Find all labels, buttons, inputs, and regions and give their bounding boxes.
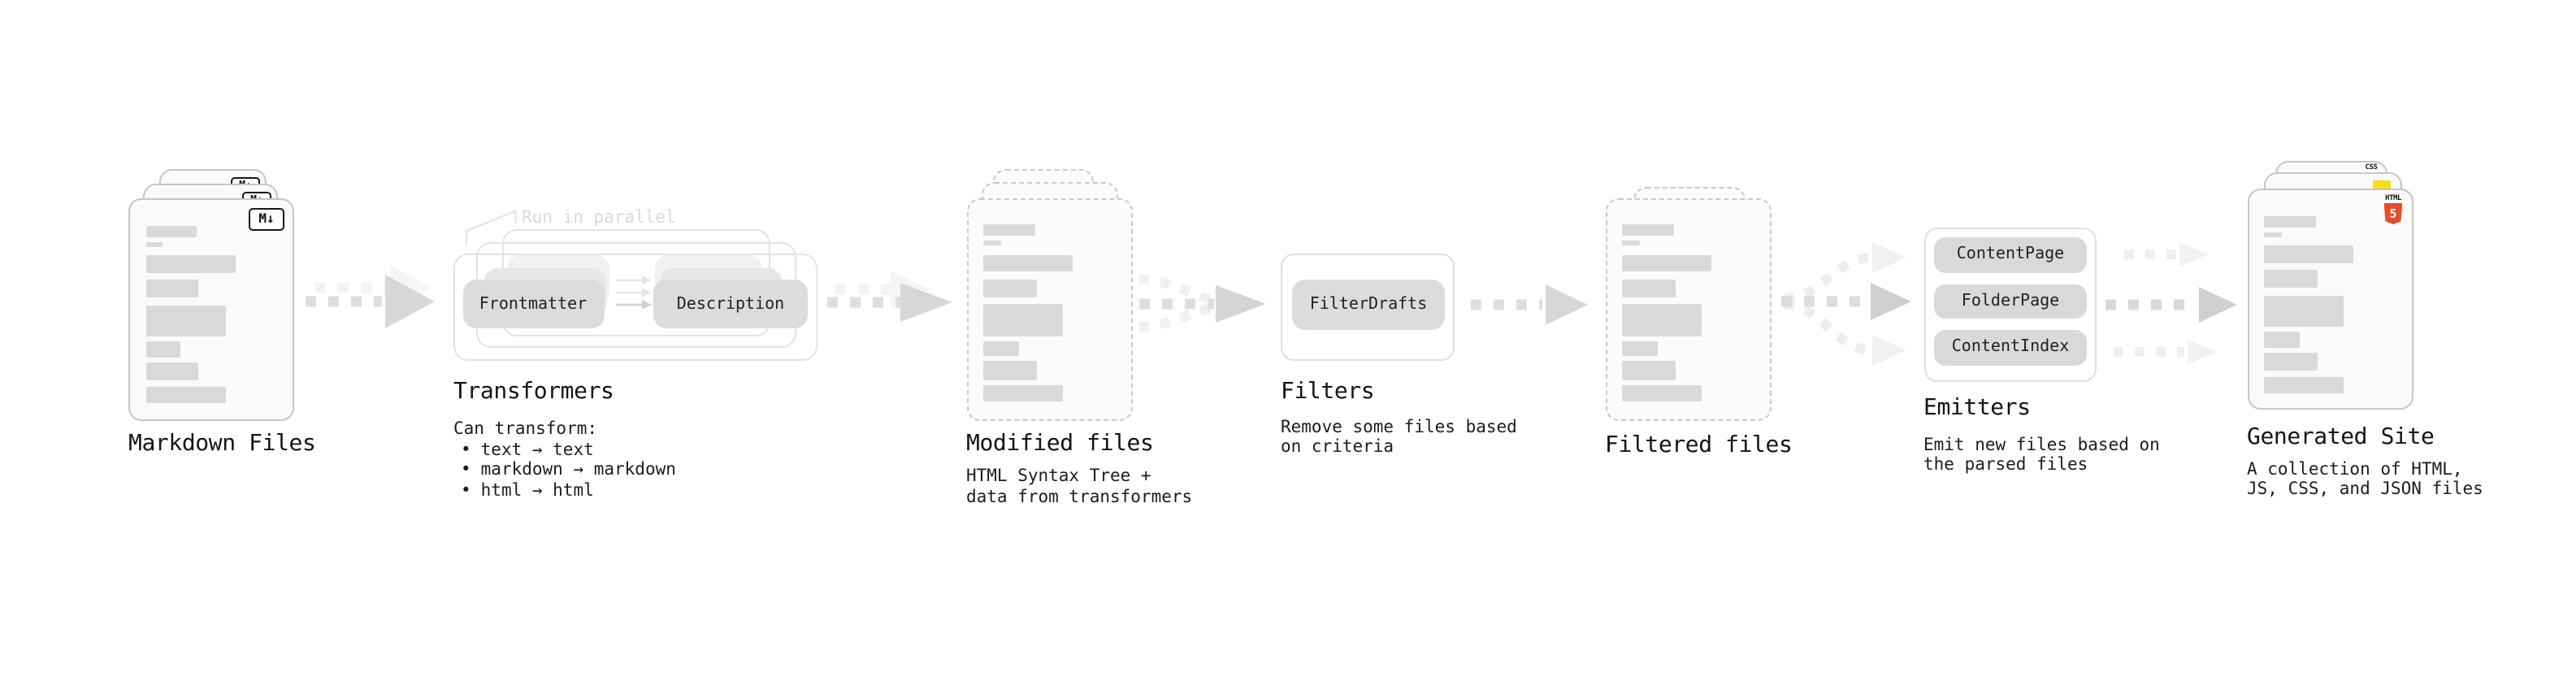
file-content-bar [145, 255, 235, 272]
file-content-bar [145, 225, 197, 236]
file-content-bar [2264, 332, 2299, 347]
emitters-desc: the parsed files [1923, 455, 2088, 475]
file-content-bar [1622, 304, 1702, 336]
file-content-bar [983, 304, 1063, 336]
modified-files-desc: data from transformers [966, 487, 1193, 506]
folderpage-pill: FolderPage [1934, 284, 2087, 319]
file-content-bar [1622, 254, 1711, 271]
file-content-bar [983, 385, 1063, 401]
arrow-emitters-to-generated [2105, 242, 2237, 364]
run-in-parallel-note: Run in parallel [522, 207, 676, 227]
html5-icon-text: HTML [2384, 194, 2402, 202]
file-content-bar [983, 340, 1018, 356]
file-content-bar [145, 280, 198, 297]
file-content-bar [145, 362, 198, 380]
file-content-bar [145, 241, 163, 246]
bullet-icon: • [461, 440, 471, 459]
bullet-text: html → html [480, 480, 594, 500]
html5-icon-number: 5 [2389, 206, 2397, 221]
file-content-bar [983, 254, 1073, 271]
arrow-filtered-to-emitters [1781, 242, 1911, 366]
file-card-front [1605, 197, 1771, 420]
transform-bullet: • text → text [461, 440, 594, 460]
file-content-bar [983, 279, 1036, 297]
markdown-files-label: Markdown Files [128, 430, 316, 456]
file-content-bar [1622, 241, 1639, 245]
bullet-text: markdown → markdown [480, 460, 676, 479]
bullet-text: text → text [480, 440, 594, 459]
file-content-bar [145, 386, 225, 402]
file-content-bar [2264, 352, 2317, 371]
transformer-stack-front [453, 254, 817, 361]
html5-icon: HTML 5 [2383, 194, 2403, 224]
file-card-front: HTML 5 [2247, 189, 2413, 409]
filters-desc: Remove some files based [1281, 417, 1517, 436]
file-content-bar [1622, 224, 1673, 236]
arrow-transformers-to-modified [827, 271, 952, 322]
file-content-bar [1622, 279, 1675, 297]
arrow-filters-to-filtered [1471, 284, 1588, 325]
transform-bullet: • markdown → markdown [461, 460, 676, 480]
markdown-icon: M↓ [249, 208, 284, 230]
generated-site-label: Generated Site [2247, 423, 2435, 449]
arrow-modified-to-filters [1138, 275, 1266, 332]
file-content-bar [2264, 215, 2315, 227]
arrow-markdown-to-transformers [306, 266, 435, 328]
css-icon-text: CSS [2365, 164, 2378, 172]
file-content-bar [2264, 376, 2344, 393]
contentindex-pill: ContentIndex [1934, 330, 2087, 365]
modified-files-desc: HTML Syntax Tree + [966, 466, 1151, 486]
bullet-icon: • [461, 460, 471, 479]
file-card-front [966, 197, 1132, 420]
file-content-bar [2264, 295, 2344, 327]
modified-files-label: Modified files [966, 431, 1154, 457]
generated-site-desc: A collection of HTML, [2247, 459, 2463, 479]
frontmatter-pill: Frontmatter [462, 280, 604, 328]
file-content-bar [145, 305, 225, 336]
file-content-bar [983, 241, 1000, 245]
emitters-label: Emitters [1923, 394, 2031, 420]
file-content-bar [2264, 232, 2281, 236]
js-icon [2372, 180, 2390, 188]
generated-site-desc: JS, CSS, and JSON files [2247, 479, 2483, 499]
filterdrafts-pill: FilterDrafts [1292, 279, 1445, 329]
filters-label: Filters [1281, 378, 1375, 404]
transform-bullet: • html → html [461, 480, 594, 501]
filtered-files-label: Filtered files [1605, 432, 1793, 458]
file-content-bar [145, 341, 180, 357]
file-content-bar [1622, 340, 1657, 356]
bullet-icon: • [461, 480, 471, 500]
file-content-bar [983, 224, 1034, 236]
contentpage-pill: ContentPage [1934, 237, 2087, 272]
emitters-desc: Emit new files based on [1923, 435, 2160, 454]
file-content-bar [1622, 385, 1702, 401]
description-pill: Description [653, 280, 808, 328]
file-content-bar [2264, 245, 2353, 262]
can-transform-title: Can transform: [453, 419, 598, 438]
file-content-bar [1622, 361, 1675, 380]
file-content-bar [2264, 270, 2317, 288]
file-content-bar [983, 361, 1036, 380]
transformers-label: Transformers [453, 379, 614, 405]
file-card-front: M↓ [128, 198, 294, 421]
filters-desc: on criteria [1281, 437, 1394, 457]
